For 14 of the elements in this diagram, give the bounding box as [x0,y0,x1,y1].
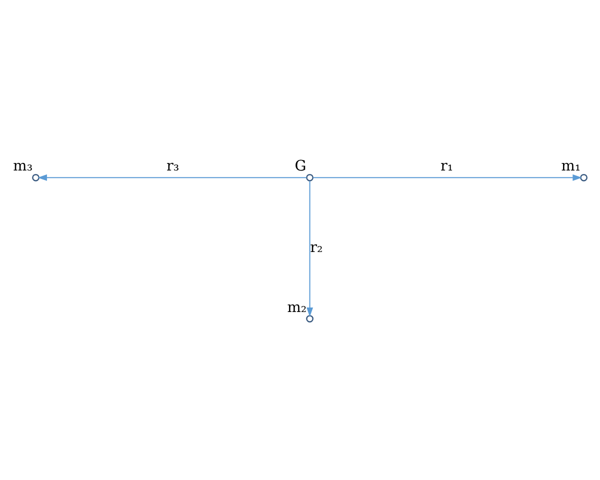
node-circle [32,173,40,181]
node-circle [306,173,314,181]
arrow [38,174,306,180]
node-label: m₂ [287,299,307,316]
node-label: m₃ [13,158,33,174]
node-label: G [294,158,306,174]
arrow [313,174,582,180]
node-circle [580,173,588,181]
arrow [306,180,314,316]
edge-label: r₁ [440,158,454,174]
edge-label: r₃ [166,158,180,174]
edge-label: r₂ [310,240,323,256]
node-circle [306,314,314,322]
node-label: m₁ [561,158,581,174]
